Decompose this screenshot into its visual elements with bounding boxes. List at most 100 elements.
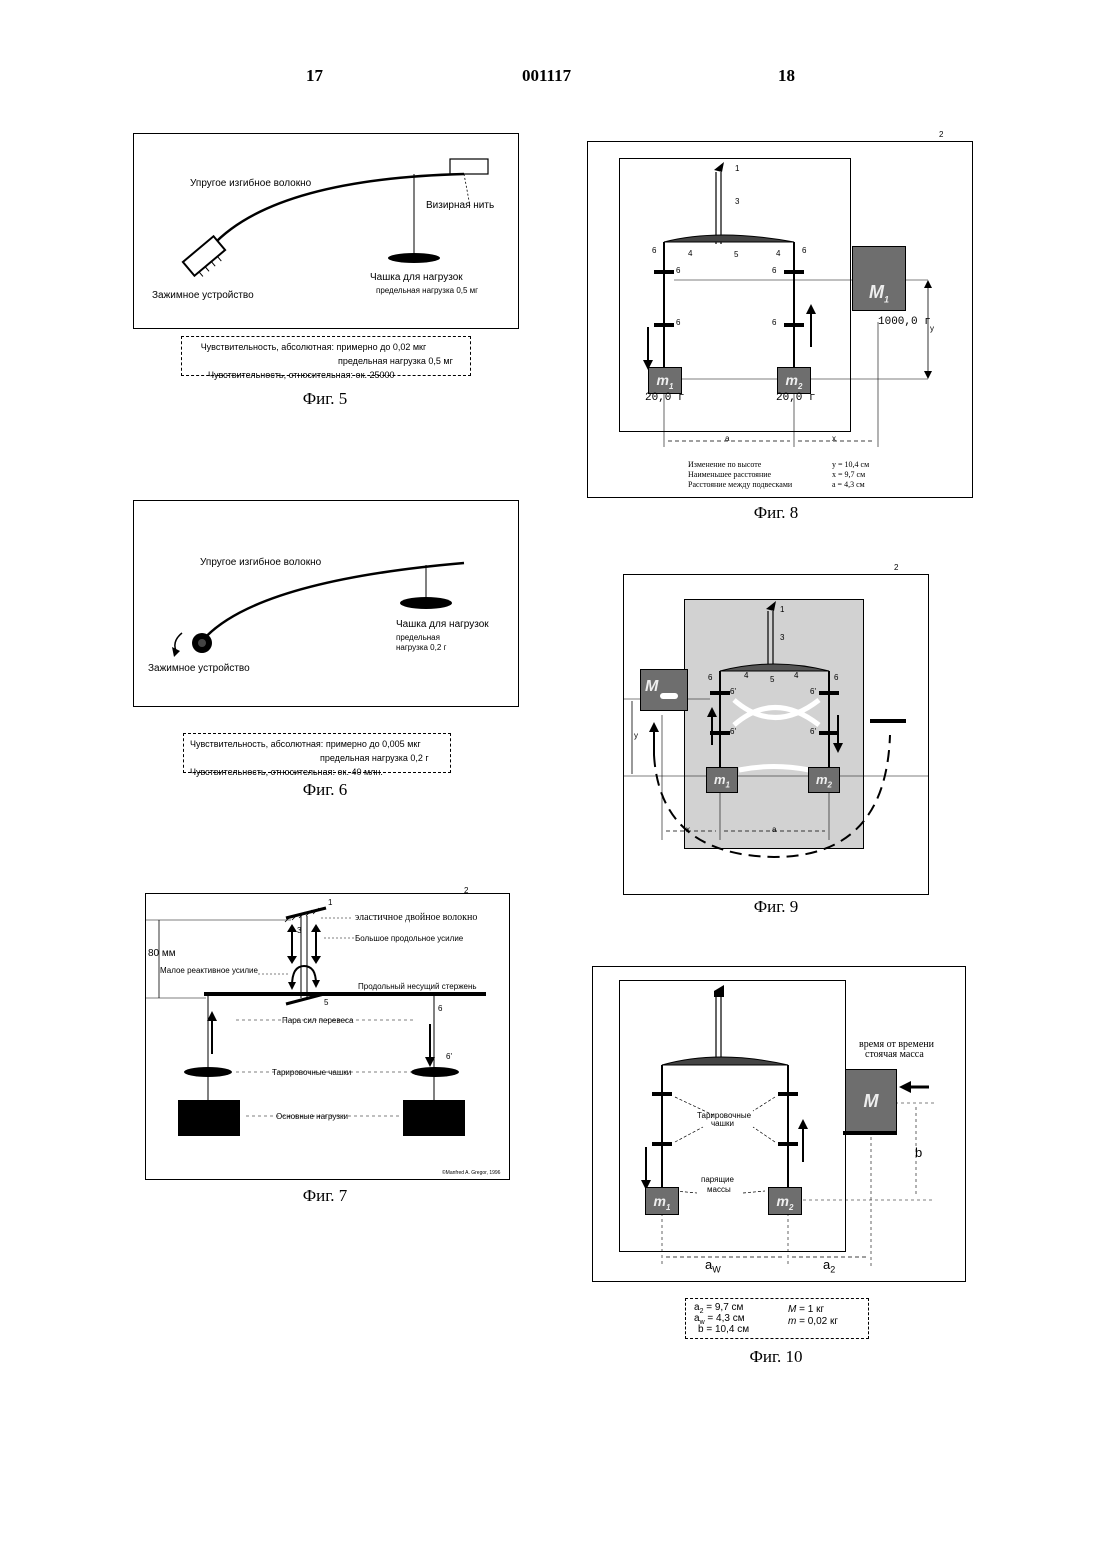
figure-9-drawing <box>624 575 928 894</box>
fig10-M-letter: M <box>864 1091 879 1111</box>
fig9-mass-M: M <box>640 669 688 711</box>
fig8-mass-M1: M1 <box>852 246 906 311</box>
fig8-n6b: 6 <box>802 246 806 255</box>
page-number-left: 17 <box>306 66 323 86</box>
fig10-b-label: b <box>915 1145 922 1160</box>
fig8-y-label: y <box>930 324 934 333</box>
fig10-m1-letter: m <box>654 1193 666 1209</box>
fig8-m2-weight: 20,0 г <box>776 392 816 404</box>
fig9-m1-sub: 1 <box>726 781 730 790</box>
fig9-n1: 1 <box>780 605 784 614</box>
fig9-a-label: a <box>772 825 776 834</box>
fig9-n3: 3 <box>780 633 784 642</box>
fig7-n6: 6 <box>438 1004 442 1013</box>
fig8-n6c: 6 <box>676 266 680 275</box>
fig9-m1-letter: m <box>714 772 726 787</box>
fig8-legend2-value: x = 9,7 см <box>832 470 865 479</box>
fig10-floating1: парящие <box>701 1175 734 1184</box>
fig8-m2-sub: 2 <box>798 382 802 391</box>
fig9-mass-m2: m2 <box>808 767 840 793</box>
fig7-height: 80 мм <box>148 948 176 959</box>
fig6-sens-abs-value: примерно до 0,005 мкг <box>326 739 421 749</box>
fig6-pan-load1: предельная <box>396 633 440 642</box>
fig7-n5: 5 <box>324 998 328 1007</box>
fig10-aw-sub: W <box>712 1265 721 1275</box>
fig10-m1-sub: 1 <box>666 1203 670 1212</box>
fig10-m2-letter: m <box>777 1193 789 1209</box>
fig5-sens-abs-load: предельная нагрузка 0,5 мг <box>188 354 464 368</box>
fig8-mass-m2: m2 <box>777 367 811 394</box>
fig10-tare2: чашки <box>711 1119 734 1128</box>
fig5-clamp-label: Зажимное устройство <box>152 290 254 301</box>
fig9-n6a: 6 <box>708 673 712 682</box>
fig10-mass-M: M <box>845 1069 897 1134</box>
fig5-sens-abs-label: Чувствительность, абсолютная: <box>188 340 334 354</box>
fig10-mass-m1: m1 <box>645 1187 679 1215</box>
figure-8: M1 1000,0 г m1 m2 20,0 г 20,0 г 2 1 3 4 … <box>587 141 973 498</box>
fig9-n6p-d: 6' <box>810 727 816 736</box>
fig7-long-force: Большое продольное усилие <box>355 934 463 943</box>
fig9-x-label: x <box>686 825 690 834</box>
fig6-fiber-label: Упругое изгибное волокно <box>200 557 321 568</box>
fig6-clamp-label: Зажимное устройство <box>148 663 250 674</box>
figure-9: M m1 m2 2 1 3 4 4 5 6 6 6' 6' 6' 6' x a … <box>623 574 929 895</box>
fig8-a-label: a <box>725 434 729 443</box>
fig7-caption: Фиг. 7 <box>225 1186 425 1206</box>
figure-7: 2 80 мм эластичное двойное волокно Больш… <box>145 893 510 1180</box>
fig6-sensitivity-box: Чувствительность, абсолютная: примерно д… <box>183 733 451 773</box>
fig9-corner: 2 <box>894 563 898 572</box>
fig9-n5: 5 <box>770 675 774 684</box>
fig8-mass-m1: m1 <box>648 367 682 394</box>
fig8-legend2-label: Наименьшее расстояние <box>688 470 771 479</box>
fig8-n3: 3 <box>735 197 739 206</box>
fig9-M-highlight <box>660 693 678 699</box>
fig9-n6b: 6 <box>834 673 838 682</box>
fig8-corner: 2 <box>939 130 943 139</box>
figure-5: Упругое изгибное волокно Визирная нить З… <box>133 133 519 329</box>
fig9-y-label: y <box>634 731 638 740</box>
fig6-sens-rel: Чувствительность, относительная: ок. 40 … <box>190 765 444 779</box>
figure-6-drawing <box>134 501 518 706</box>
fig8-n6d: 6 <box>772 266 776 275</box>
fig9-M-letter: M <box>645 678 658 695</box>
fig5-sens-abs-value: примерно до 0,02 мкг <box>337 342 427 352</box>
fig7-fiber: эластичное двойное волокно <box>355 912 477 923</box>
fig8-n5: 5 <box>734 250 738 259</box>
fig9-n4b: 4 <box>794 671 798 680</box>
figure-10: время от времени стоячая масса M Тариров… <box>592 966 966 1282</box>
fig7-n3: 3 <box>297 926 301 935</box>
fig8-m1-sub: 1 <box>669 382 673 391</box>
fig10-caption: Фиг. 10 <box>676 1347 876 1367</box>
fig8-n4b: 4 <box>776 249 780 258</box>
fig10-leg-aw: = 4,3 см <box>707 1313 744 1324</box>
fig5-sight-label: Визирная нить <box>426 200 494 211</box>
fig10-m2-sub: 2 <box>789 1203 793 1212</box>
fig9-m2-letter: m <box>816 772 828 787</box>
fig7-corner: 2 <box>464 886 468 895</box>
document-number: 001117 <box>522 66 571 86</box>
figure-10-drawing <box>593 967 965 1281</box>
fig10-aw-label: aW <box>705 1257 721 1275</box>
fig8-legend1-value: y = 10,4 см <box>832 460 869 469</box>
fig7-rod: Продольный несущий стержень <box>358 982 477 991</box>
fig8-M-weight: 1000,0 г <box>878 316 931 328</box>
page-number-right: 18 <box>778 66 795 86</box>
fig8-n6e: 6 <box>676 318 680 327</box>
fig8-n6f: 6 <box>772 318 776 327</box>
fig9-n6p-c: 6' <box>730 727 736 736</box>
fig5-sens-rel: Чувствительность, относительная: ок. 250… <box>188 368 464 382</box>
fig6-sens-abs-label: Чувствительность, абсолютная: <box>190 739 323 749</box>
fig10-leg-M: = 1 кг <box>799 1304 824 1315</box>
fig8-M-sub: 1 <box>884 295 889 305</box>
fig9-n6p-a: 6' <box>730 687 736 696</box>
fig10-a2-label: a2 <box>823 1257 835 1275</box>
fig7-small-force: Малое реактивное усилие <box>160 966 258 975</box>
fig10-variable-mass2: стоячая масса <box>865 1049 924 1060</box>
fig10-floating2: массы <box>707 1185 731 1194</box>
fig9-n6p-b: 6' <box>810 687 816 696</box>
fig8-n6a: 6 <box>652 246 656 255</box>
fig7-main: Основные нагрузки <box>276 1112 348 1121</box>
fig8-caption: Фиг. 8 <box>676 503 876 523</box>
figure-6: Упругое изгибное волокно Чашка для нагру… <box>133 500 519 707</box>
fig8-M-letter: M <box>869 282 884 302</box>
